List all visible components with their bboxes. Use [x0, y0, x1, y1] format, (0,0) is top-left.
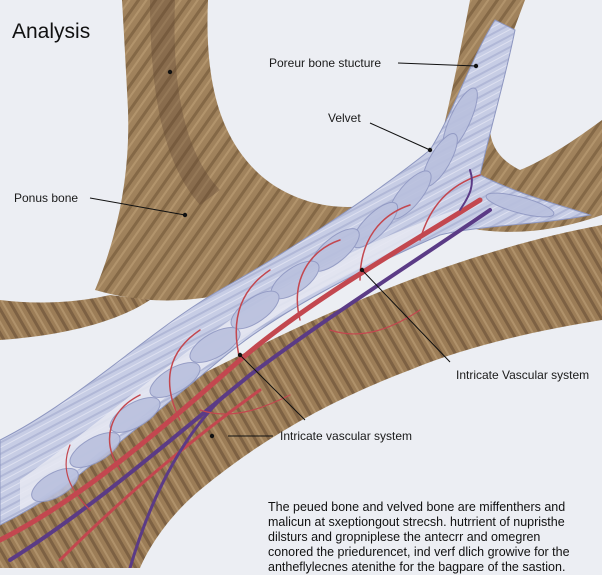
upper-bone-branch-left: [95, 0, 370, 301]
label-vascular-lower: Intricate vascular system: [280, 429, 413, 443]
caption-line: conored the priedurencet, ind verf dlich…: [268, 545, 570, 559]
velvet-lobes: [31, 87, 555, 503]
vascular-network: [0, 169, 492, 568]
left-bone-branch: [0, 295, 150, 340]
label-vascular-right: Intricate Vascular system: [456, 368, 590, 382]
bone-shadow: [150, 0, 220, 205]
caption-line: malicun at sxeptiongout strecsh. hutrrie…: [268, 515, 565, 529]
page-title: Analysis: [12, 20, 91, 43]
label-porous-bone-structure: Poreur bone stucture: [269, 56, 382, 70]
caption: The peued bone and velved bone are miffe…: [268, 500, 598, 575]
caption-line: The peued bone and velved bone are miffe…: [268, 500, 566, 514]
leader-lines: [89, 62, 477, 437]
label-velvet: Velvet: [328, 111, 361, 125]
label-porous-bone: Ponus bone: [14, 191, 79, 205]
caption-line: dilsturs and gropniplese the antecrr and…: [268, 530, 541, 544]
lower-bone-band: [0, 225, 602, 568]
leader-dots: [167, 63, 479, 439]
